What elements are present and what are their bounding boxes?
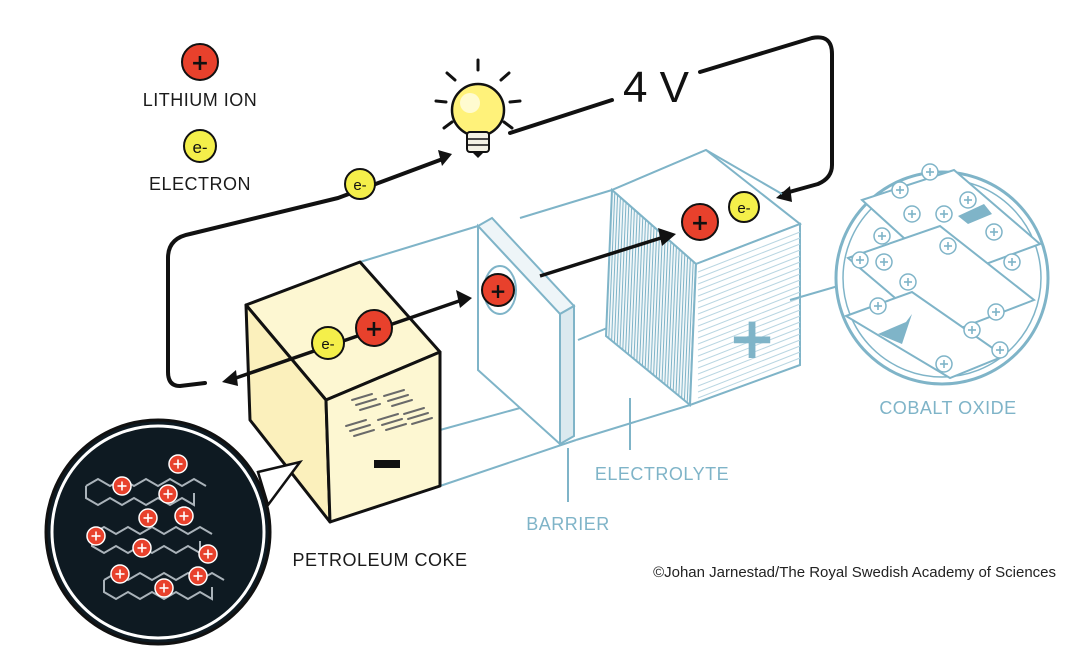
inset-ion — [110, 564, 130, 584]
wire-arrowhead-to-bulb — [438, 150, 452, 166]
svg-text:+: + — [691, 211, 709, 236]
cathode-label: COBALT OXIDE — [879, 398, 1016, 418]
anode-label: PETROLEUM COKE — [292, 550, 467, 570]
inset-ion — [174, 506, 194, 526]
legend-lithium-ion-symbol: + — [181, 43, 219, 81]
svg-text:+: + — [191, 51, 209, 76]
cathode-plus-sign: + — [728, 304, 777, 372]
cathode-electron: e- — [728, 191, 760, 223]
light-bulb-icon — [434, 58, 522, 158]
cathode-lithium-ion: + — [681, 203, 719, 241]
graphite-texture — [345, 389, 433, 437]
inset-ion — [939, 237, 957, 255]
cathode-detail-inset — [789, 163, 1050, 386]
inset-ion — [903, 205, 921, 223]
inset-ion — [891, 181, 909, 199]
inset-ion — [198, 544, 218, 564]
legend-electron-symbol: e- — [183, 129, 217, 163]
inset-ion — [851, 251, 869, 269]
barrier-label: BARRIER — [526, 514, 610, 534]
inset-ion — [112, 476, 132, 496]
svg-text:e-: e- — [321, 336, 334, 353]
inset-ion — [869, 297, 887, 315]
anode-block — [244, 260, 442, 524]
inset-ion — [873, 227, 891, 245]
svg-text:+: + — [365, 317, 383, 342]
ion-flow — [222, 228, 676, 386]
barrier-lithium-ion: + — [481, 273, 515, 307]
arrow-to-barrier — [456, 290, 472, 308]
legend-lithium-ion-label: LITHIUM ION — [143, 90, 258, 110]
wire-electron: e- — [344, 168, 376, 200]
barrier-separator — [476, 216, 576, 447]
inset-ion — [158, 484, 178, 504]
inset-ion — [132, 538, 152, 558]
svg-text:e-: e- — [737, 200, 750, 217]
inset-ion — [875, 253, 893, 271]
inset-ion — [1003, 253, 1021, 271]
anode-electron: e- — [311, 326, 345, 360]
anode-minus-sign — [374, 460, 400, 468]
inset-ion — [188, 566, 208, 586]
inset-ion — [959, 191, 977, 209]
image-credit: ©Johan Jarnestad/The Royal Swedish Acade… — [653, 564, 1056, 581]
anode-lithium-ion: + — [355, 309, 393, 347]
inset-ion — [921, 163, 939, 181]
inset-ion — [138, 508, 158, 528]
voltage-label: 4 V — [623, 63, 690, 112]
anode-detail-inset — [44, 418, 304, 646]
inset-ion — [963, 321, 981, 339]
svg-text:e-: e- — [353, 177, 366, 194]
inset-ion — [899, 273, 917, 291]
legend: + LITHIUM ION e- ELECTRON — [143, 43, 258, 194]
svg-text:+: + — [490, 279, 507, 303]
arrow-to-cathode — [658, 228, 676, 246]
svg-text:e-: e- — [192, 138, 207, 157]
inset-ion — [86, 526, 106, 546]
arrow-to-anode — [222, 370, 238, 386]
inset-ion — [154, 578, 174, 598]
inset-ion — [935, 205, 953, 223]
inset-ion — [991, 341, 1009, 359]
electrolyte-label: ELECTROLYTE — [595, 464, 729, 484]
circuit-wire — [166, 35, 834, 388]
inset-ion — [985, 223, 1003, 241]
legend-electron-label: ELECTRON — [149, 174, 251, 194]
wire-arrowhead-to-cathode — [776, 186, 792, 202]
inset-ion — [987, 303, 1005, 321]
inset-ion — [168, 454, 188, 474]
inset-ion — [935, 355, 953, 373]
